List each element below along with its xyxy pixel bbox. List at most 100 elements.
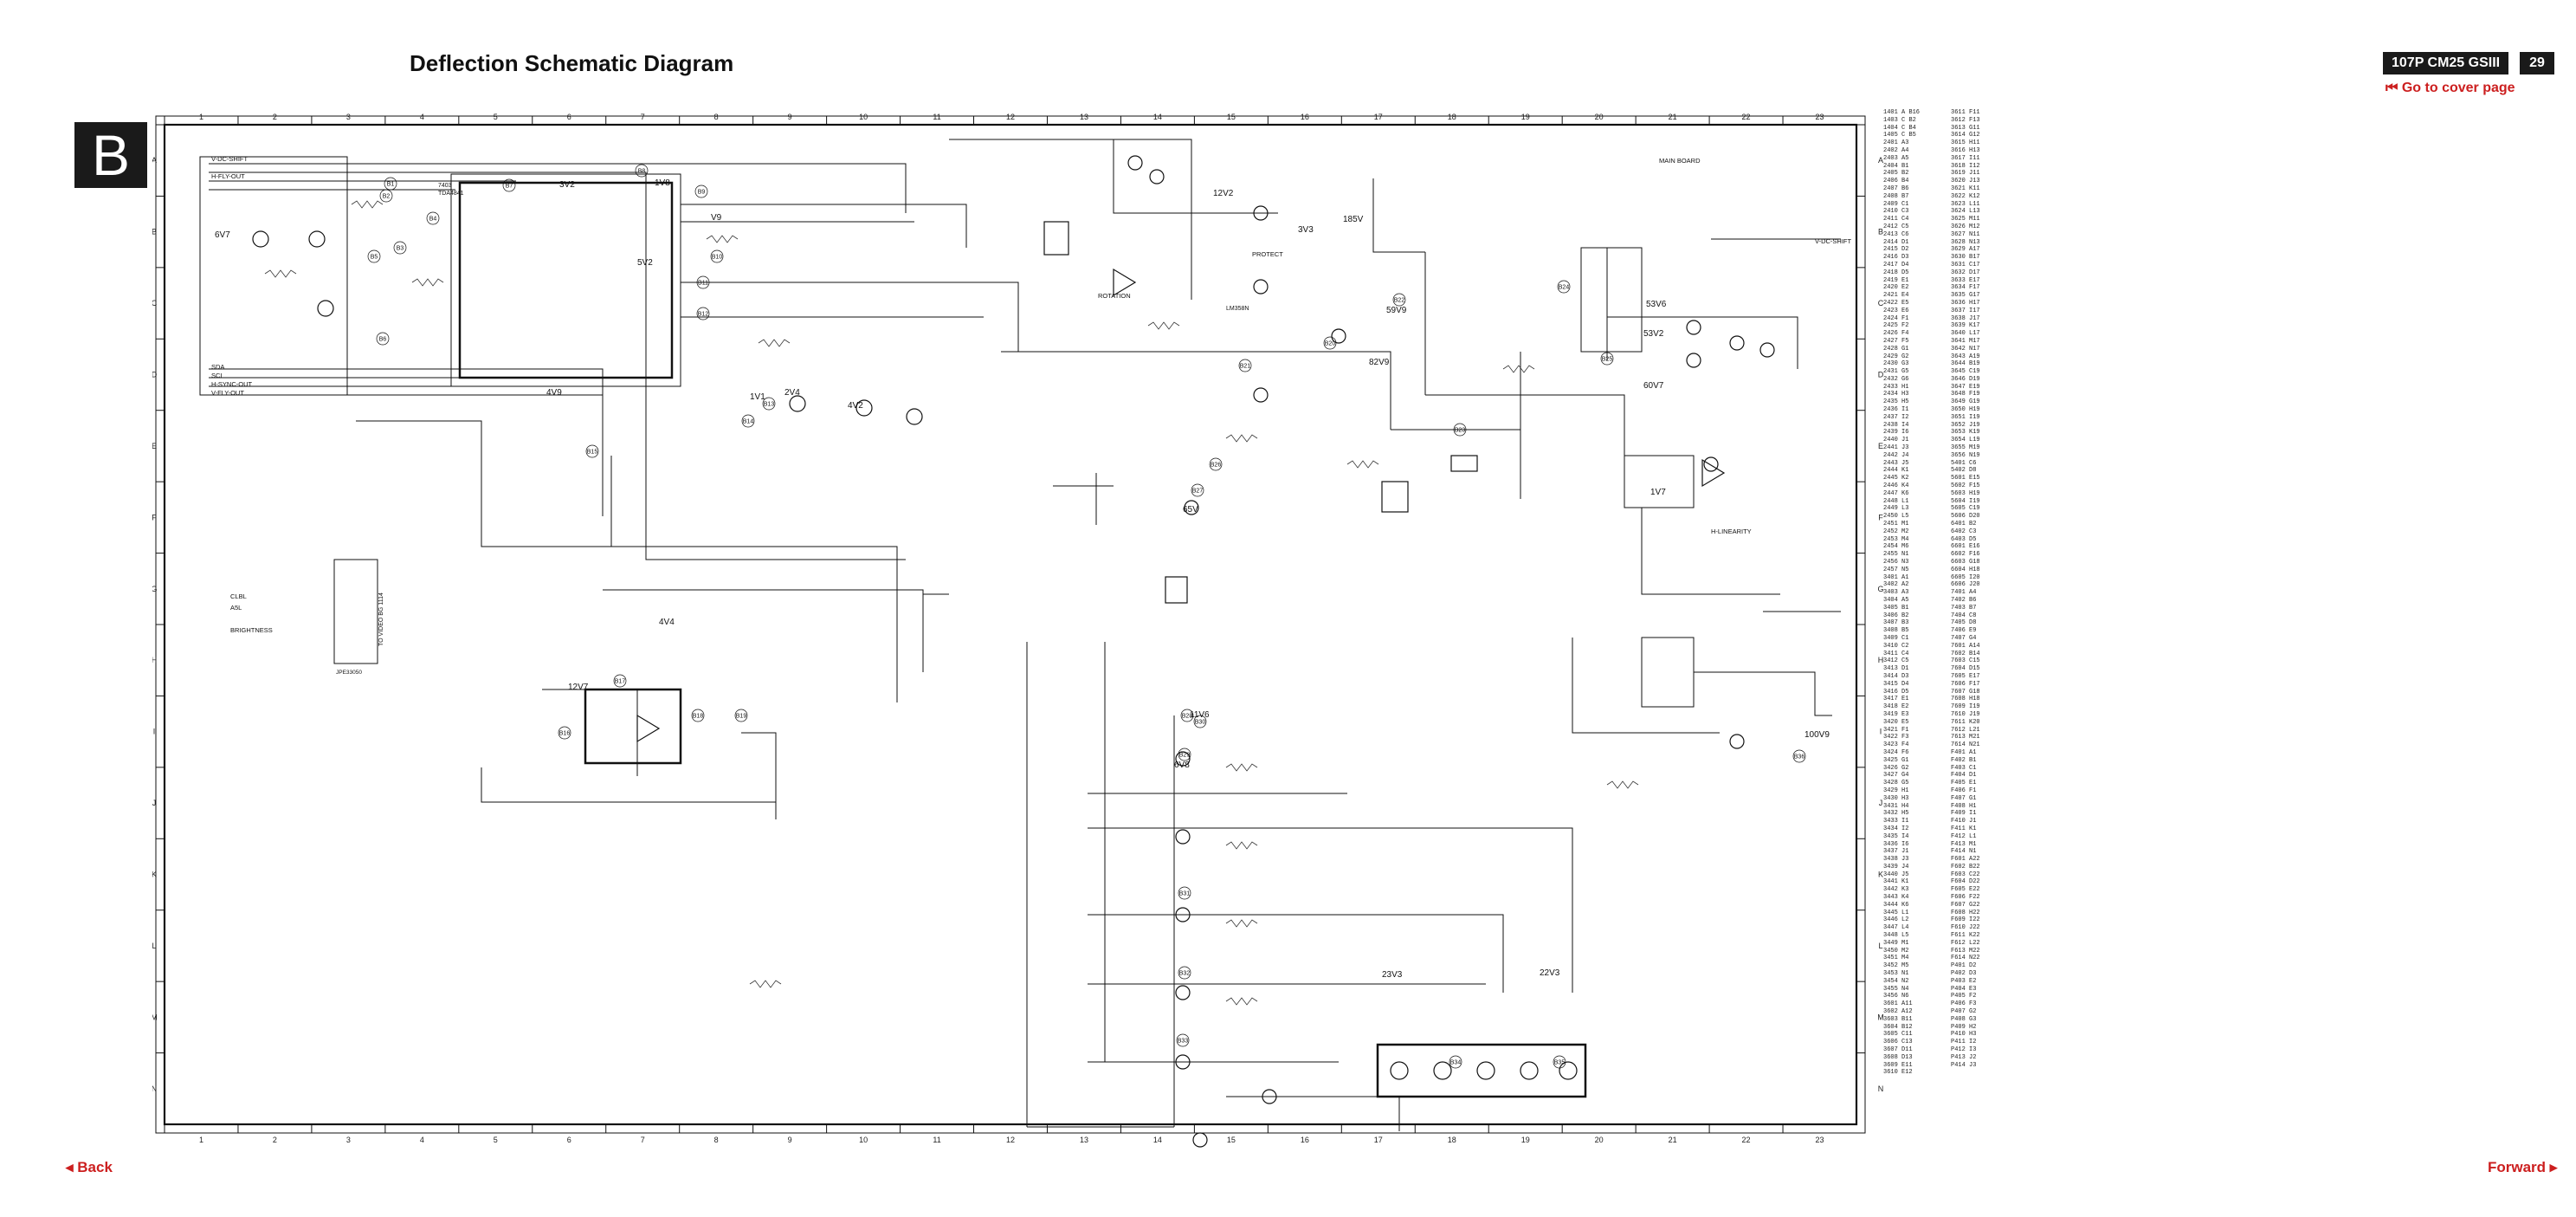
net-label: SDA: [211, 363, 224, 371]
grid-column-label: 19: [1521, 113, 1530, 121]
reference-entry: 3410 C2: [1883, 642, 1909, 650]
grid-column-label: 4: [420, 113, 424, 121]
reference-entry: 3445 L1: [1883, 909, 1909, 916]
test-point-label: B20: [1325, 341, 1336, 347]
reference-entry: 2457 N5: [1883, 566, 1909, 573]
test-point-marker: [734, 709, 748, 722]
grid-column-label: 15: [1227, 113, 1236, 121]
test-point-label: B14: [743, 419, 754, 425]
test-point-label: B18: [693, 714, 704, 720]
grid-column-label: 7: [641, 1136, 645, 1144]
reference-entry: 7603 C15: [1951, 657, 1980, 665]
reference-entry: F414 N1: [1951, 848, 1977, 856]
reference-entry: F611 K22: [1951, 932, 1980, 940]
test-point-marker: [1553, 1055, 1566, 1069]
grid-row-label: B: [1878, 228, 1883, 236]
grid-column-label: 8: [714, 1136, 719, 1144]
reference-entry: 2414 D1: [1883, 238, 1909, 246]
reference-entry: 6402 C3: [1951, 528, 1977, 535]
reference-entry: 7607 G18: [1951, 688, 1980, 696]
reference-entry: 7404 C8: [1951, 612, 1977, 619]
reference-entry: 3642 N17: [1951, 345, 1980, 353]
reference-entry: P412 I3: [1951, 1046, 1977, 1054]
connector-name: TO VIDEO BG 1114: [378, 592, 384, 646]
reference-entry: 2443 J5: [1883, 459, 1909, 467]
test-point-marker: [613, 674, 627, 688]
reference-entry: 3614 G12: [1951, 132, 1980, 139]
reference-entry: F612 L22: [1951, 939, 1980, 947]
test-point-label: B6: [379, 337, 387, 343]
reference-entry: 3651 I19: [1951, 413, 1980, 421]
grid-column-label: 23: [1816, 113, 1824, 121]
test-point-marker: [694, 184, 708, 198]
reference-entry: 3407 B3: [1883, 619, 1909, 627]
reference-entry: 2437 I2: [1883, 413, 1909, 421]
test-point-marker: [762, 397, 776, 411]
test-point-marker: [1792, 749, 1806, 763]
grid-row-label: I: [153, 728, 156, 736]
reference-entry: 3623 L11: [1951, 200, 1980, 208]
reference-entry: 2430 G3: [1883, 360, 1909, 368]
reference-entry: 3613 G11: [1951, 124, 1980, 132]
test-point-marker: [558, 726, 571, 740]
reference-entry: 3624 L13: [1951, 208, 1980, 216]
test-point-marker: [1178, 886, 1191, 900]
reference-entry: 3617 I11: [1951, 154, 1980, 162]
net-label: V-DC-SHIFT: [1815, 237, 1852, 245]
forward-link[interactable]: Forward ▸: [2488, 1159, 2557, 1176]
test-point-marker: [1449, 1055, 1462, 1069]
reference-entry: 3428 G5: [1883, 780, 1909, 787]
test-point-label: B21: [1240, 364, 1251, 370]
grid-row-label: B: [152, 228, 157, 236]
grid-row-label: H: [152, 656, 157, 664]
reference-entry: 2456 N3: [1883, 559, 1909, 566]
voltage-label: 3V2: [559, 180, 575, 190]
reference-entry: 1405 C B5: [1883, 132, 1916, 139]
reference-entry: 1403 C B2: [1883, 116, 1916, 124]
reference-entry: 2423 E6: [1883, 307, 1909, 314]
reference-entry: F601 A22: [1951, 856, 1980, 864]
reference-entry: 3618 I12: [1951, 162, 1980, 170]
voltage-label: 60V7: [1643, 381, 1664, 391]
reference-entry: P403 E2: [1951, 977, 1977, 985]
net-label: SCL: [211, 372, 224, 379]
grid-column-label: 11: [933, 113, 940, 121]
grid-row-label: A: [1878, 156, 1883, 165]
net-label: V-DC-SHIFT: [211, 155, 249, 163]
test-point-label: B19: [736, 714, 747, 720]
schematic-frame: [155, 115, 1866, 1134]
reference-entry: 3650 H19: [1951, 406, 1980, 414]
reference-entry: 5604 I19: [1951, 497, 1980, 505]
grid-column-label: 9: [788, 113, 792, 121]
go-to-cover-link[interactable]: ⏮︎ Go to cover page: [2386, 81, 2515, 96]
grid-row-label: L: [1878, 942, 1882, 950]
reference-entry: 7403 B7: [1951, 604, 1977, 612]
reference-entry: 2422 E5: [1883, 299, 1909, 307]
reference-entry: 3454 N2: [1883, 977, 1909, 985]
reference-entry: 2406 B4: [1883, 178, 1909, 185]
reference-entry: 3602 A12: [1883, 1008, 1913, 1016]
reference-entry: 2441 J3: [1883, 444, 1909, 452]
triangle-left-icon: ◂: [66, 1159, 74, 1175]
test-point-label: B32: [1179, 971, 1191, 977]
grid-row-label: F: [1878, 513, 1883, 521]
reference-entry: 1401 A B16: [1883, 109, 1921, 116]
test-point-label: B16: [559, 731, 571, 737]
reference-entry: 5605 C19: [1951, 505, 1980, 513]
reference-entry: 2449 L3: [1883, 505, 1909, 513]
net-label: PROTECT: [1252, 250, 1283, 258]
grid-column-label: 2: [273, 1136, 277, 1144]
grid-column-label: 11: [933, 1136, 940, 1144]
reference-entry: 6401 B2: [1951, 521, 1977, 528]
grid-column-label: 18: [1448, 1136, 1456, 1144]
reference-entry: 3626 M12: [1951, 223, 1980, 230]
reference-entry: 3627 N11: [1951, 230, 1980, 238]
reference-entry: 7614 N21: [1951, 741, 1980, 749]
test-point-marker: [1238, 359, 1252, 372]
reference-entry: 3610 E12: [1883, 1069, 1913, 1077]
back-link[interactable]: ◂ Back: [66, 1159, 113, 1176]
reference-entry: 2419 E1: [1883, 276, 1909, 284]
reference-entry: 7608 H18: [1951, 696, 1980, 703]
grid-column-label: 10: [859, 113, 868, 121]
